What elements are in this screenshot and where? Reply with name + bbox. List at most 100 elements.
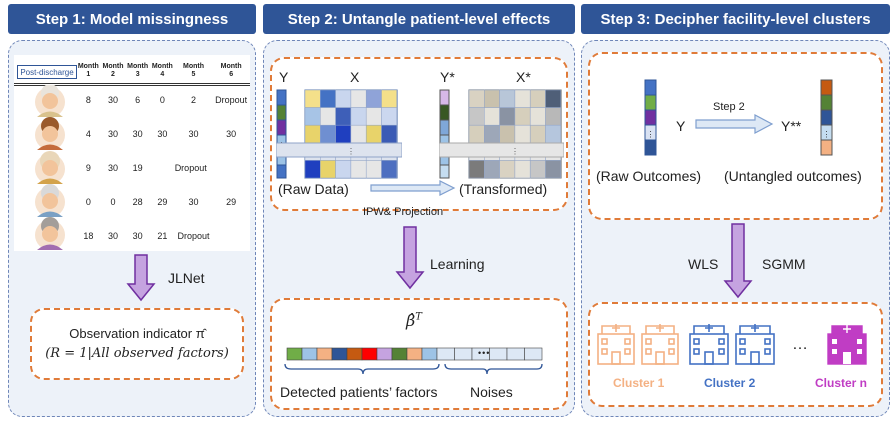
matrix-cell bbox=[365, 160, 382, 179]
matrix-cell bbox=[484, 124, 500, 144]
svg-text:⋮: ⋮ bbox=[647, 130, 655, 139]
beta-factor-cell bbox=[286, 347, 303, 361]
cluster-ellipsis: … bbox=[792, 336, 808, 353]
cluster-1-hospitals-icon bbox=[597, 324, 679, 365]
matrix-cell bbox=[320, 89, 336, 108]
beta-noise-cell bbox=[489, 347, 508, 361]
beta-factor-cell bbox=[331, 347, 348, 361]
jlnet-label: JLNet bbox=[168, 270, 205, 286]
matrix-cell bbox=[468, 124, 485, 144]
matrix-cell bbox=[381, 89, 398, 108]
patient-avatar-icon bbox=[35, 117, 65, 150]
observation-indicator-box bbox=[30, 308, 244, 380]
beta-noise-cell bbox=[436, 347, 455, 361]
matrix-cell bbox=[365, 107, 382, 126]
beta-factor-cell bbox=[346, 347, 363, 361]
matrix-cell bbox=[335, 89, 352, 108]
detected-factors-label: Detected patients’ factors bbox=[280, 384, 438, 400]
matrix-cell bbox=[304, 89, 321, 108]
y-label: Y bbox=[279, 69, 289, 85]
svg-text:⋮: ⋮ bbox=[511, 147, 519, 156]
beta-label: β̂T bbox=[406, 311, 422, 330]
ipw-label: IPW& Projection bbox=[363, 206, 444, 218]
patient-avatar-icon bbox=[35, 151, 65, 184]
matrix-cell bbox=[499, 89, 516, 108]
factor-brackets bbox=[284, 363, 543, 375]
matrix-cell bbox=[350, 160, 367, 179]
ystar-label: Y* bbox=[440, 69, 455, 85]
cluster-1-label: Cluster 1 bbox=[613, 376, 665, 390]
raw-data-matrix: ⋮ ⋮ bbox=[276, 89, 402, 179]
matrix-cell bbox=[484, 160, 500, 179]
outcomes-box bbox=[588, 52, 883, 220]
svg-text:⋮: ⋮ bbox=[823, 130, 831, 139]
svg-text:⋮: ⋮ bbox=[347, 147, 355, 156]
matrix-cell bbox=[545, 89, 562, 108]
matrix-cell bbox=[484, 89, 500, 108]
post-discharge-label: Post-discharge bbox=[17, 65, 77, 79]
matrix-cell bbox=[381, 107, 398, 126]
transformed-matrix: ⋮ bbox=[439, 89, 564, 179]
matrix-cell bbox=[304, 124, 321, 144]
x-label: X bbox=[350, 69, 360, 85]
matrix-cell bbox=[468, 160, 485, 179]
beta-noise-cell bbox=[524, 347, 543, 361]
cluster-n-label: Cluster n bbox=[815, 376, 868, 390]
clustering-arrow-icon bbox=[723, 223, 753, 299]
matrix-cell bbox=[529, 107, 546, 126]
patient-avatar-icon bbox=[35, 85, 65, 117]
learning-label: Learning bbox=[430, 256, 485, 272]
matrix-cell bbox=[335, 107, 352, 126]
beta-factor-cell bbox=[421, 347, 438, 361]
matrix-cell bbox=[499, 160, 516, 179]
beta-factor-cell bbox=[361, 347, 378, 361]
raw-data-label: (Raw Data) bbox=[278, 181, 349, 197]
beta-factor-cell bbox=[391, 347, 408, 361]
cluster-2-hospitals-icon bbox=[689, 324, 775, 365]
matrix-cell bbox=[335, 124, 352, 144]
matrix-cell bbox=[468, 107, 485, 126]
learning-arrow-icon bbox=[395, 226, 425, 290]
matrix-cell bbox=[381, 124, 398, 144]
x-matrix bbox=[304, 89, 398, 179]
matrix-cell bbox=[545, 160, 562, 179]
step2-right-arrow-icon bbox=[695, 114, 774, 134]
matrix-cell bbox=[514, 107, 531, 126]
beta-vector bbox=[286, 347, 543, 361]
matrix-cell bbox=[350, 107, 367, 126]
matrix-cell bbox=[545, 107, 562, 126]
patient-avatar-icon bbox=[35, 184, 65, 217]
cluster-n-hospital-icon bbox=[827, 325, 867, 365]
matrix-cell bbox=[545, 124, 562, 144]
matrix-cell bbox=[381, 160, 398, 179]
wls-label: WLS bbox=[688, 256, 719, 272]
beta-ellipsis: ••• bbox=[478, 348, 491, 358]
matrix-cell bbox=[350, 124, 367, 144]
step2-header: Step 2: Untangle patient-level effects bbox=[263, 4, 575, 34]
beta-factor-cell bbox=[316, 347, 333, 361]
transformed-label: (Transformed) bbox=[459, 181, 548, 197]
step3-header: Step 3: Decipher facility-level clusters bbox=[581, 4, 890, 34]
matrix-cell bbox=[304, 160, 321, 179]
ystarstar-label: Y** bbox=[781, 118, 802, 134]
step2-arrow-label: Step 2 bbox=[713, 101, 745, 113]
beta-noise-cell bbox=[454, 347, 473, 361]
observation-line2: (R = 1|All observed factors) bbox=[45, 346, 229, 361]
xstar-label: X* bbox=[516, 69, 531, 85]
matrix-cell bbox=[529, 124, 546, 144]
raw-outcomes-label: (Raw Outcomes) bbox=[596, 168, 702, 184]
beta-factor-cell bbox=[376, 347, 393, 361]
beta-factor-cell bbox=[406, 347, 423, 361]
matrix-cell bbox=[514, 160, 531, 179]
cluster-2-label: Cluster 2 bbox=[704, 376, 756, 390]
beta-noise-cell bbox=[506, 347, 525, 361]
